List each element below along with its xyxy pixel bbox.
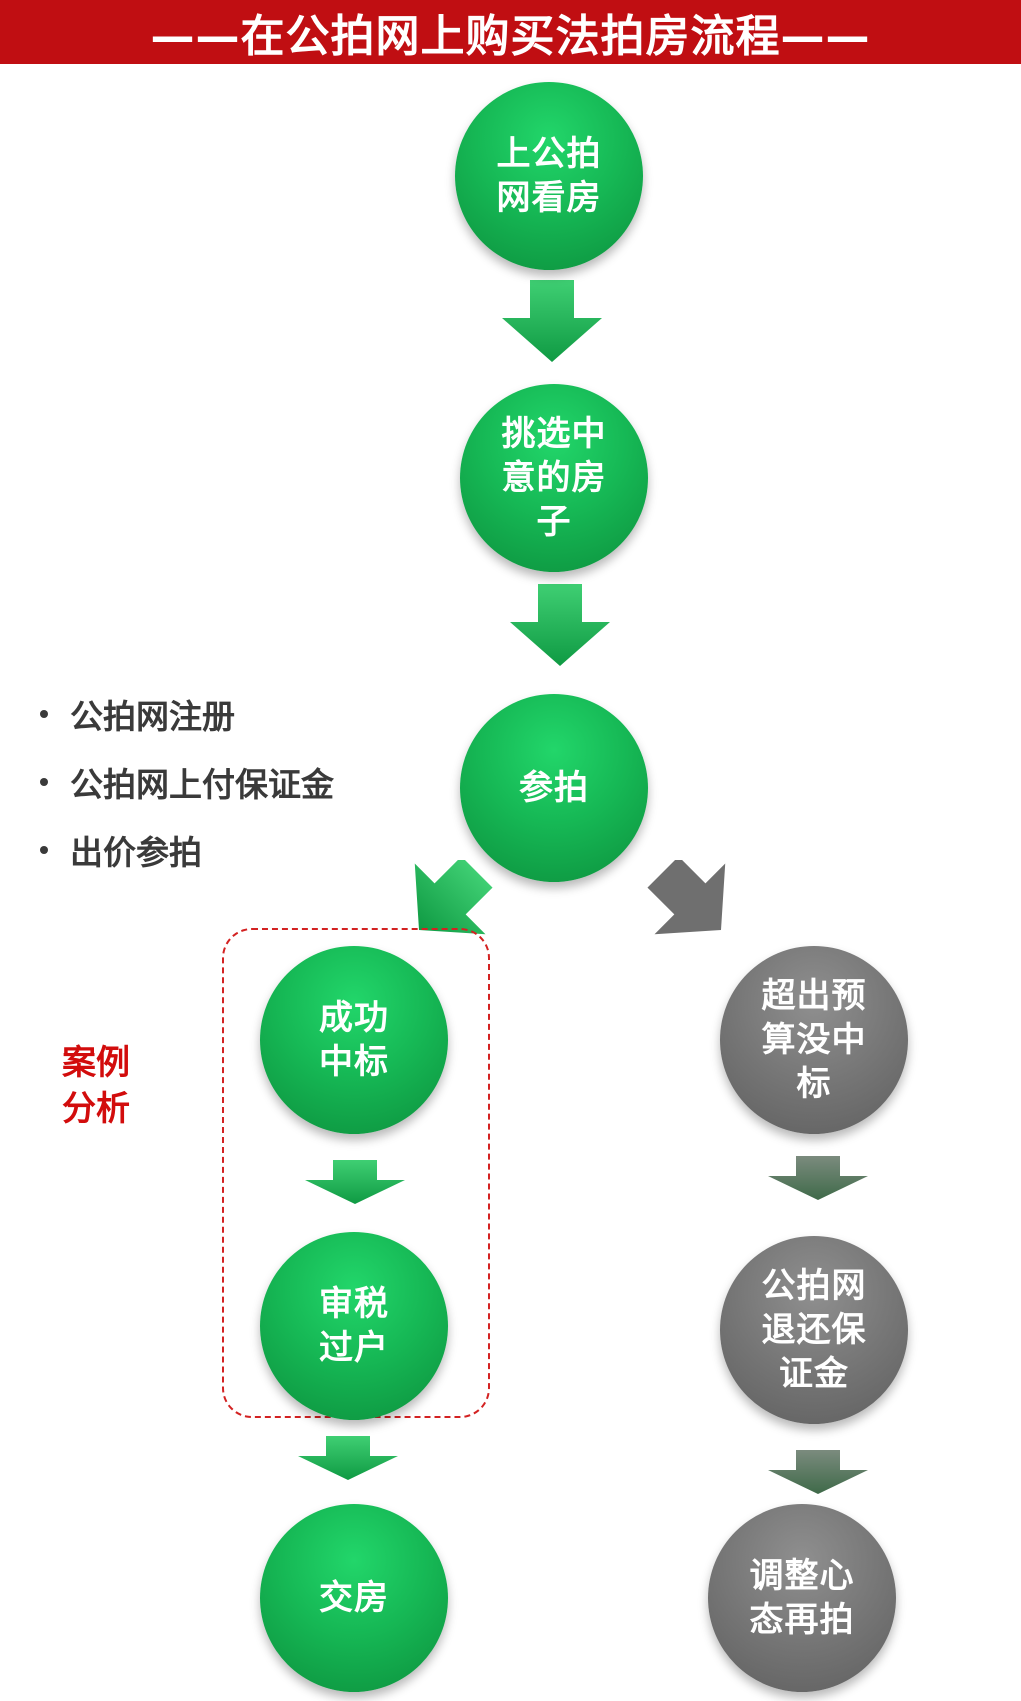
arrow-down-right-icon [647,860,726,935]
node-select-house: 挑选中 意的房 子 [460,384,648,572]
node-tax-transfer: 审税 过户 [260,1232,448,1420]
node-label: 上公拍 网看房 [496,134,602,218]
node-label: 参拍 [519,768,589,808]
list-item-label: 公拍网上付保证金 [70,765,334,804]
list-item-label: 出价参拍 [70,833,202,872]
node-label: 成功 中标 [319,998,389,1082]
list-item-label: 公拍网注册 [70,697,235,736]
bullet-icon [40,710,48,718]
node-win-bid: 成功 中标 [260,946,448,1134]
bullet-icon [40,846,48,854]
arrow-down-icon [768,1156,868,1200]
arrow-down-icon [502,280,602,362]
node-view-online: 上公拍 网看房 [455,82,643,270]
list-item: 出价参拍 [40,816,334,884]
node-handover: 交房 [260,1504,448,1692]
bullet-icon [40,778,48,786]
node-over-budget: 超出预 算没中 标 [720,946,908,1134]
node-label: 交房 [319,1578,389,1618]
arrow-down-icon [768,1450,868,1494]
step-list: 公拍网注册 公拍网上付保证金 出价参拍 [40,680,334,884]
node-bid: 参拍 [460,694,648,882]
page-title: ——在公拍网上购买法拍房流程—— [150,11,871,62]
arrow-down-icon [305,1160,405,1204]
node-label: 挑选中 意的房 子 [501,414,607,542]
node-label: 超出预 算没中 标 [761,976,867,1104]
case-analysis-label: 案例 分析 [62,1043,130,1129]
arrow-down-left-icon [414,860,493,935]
node-label: 调整心 态再拍 [749,1556,855,1640]
node-label: 公拍网 退还保 证金 [761,1266,867,1394]
arrow-down-icon [298,1436,398,1480]
list-item: 公拍网注册 [40,680,334,748]
arrow-down-icon [510,584,610,666]
node-label: 审税 过户 [319,1284,389,1368]
list-item: 公拍网上付保证金 [40,748,334,816]
node-rebid: 调整心 态再拍 [708,1504,896,1692]
title-banner: ——在公拍网上购买法拍房流程—— [0,0,1021,64]
node-refund-deposit: 公拍网 退还保 证金 [720,1236,908,1424]
